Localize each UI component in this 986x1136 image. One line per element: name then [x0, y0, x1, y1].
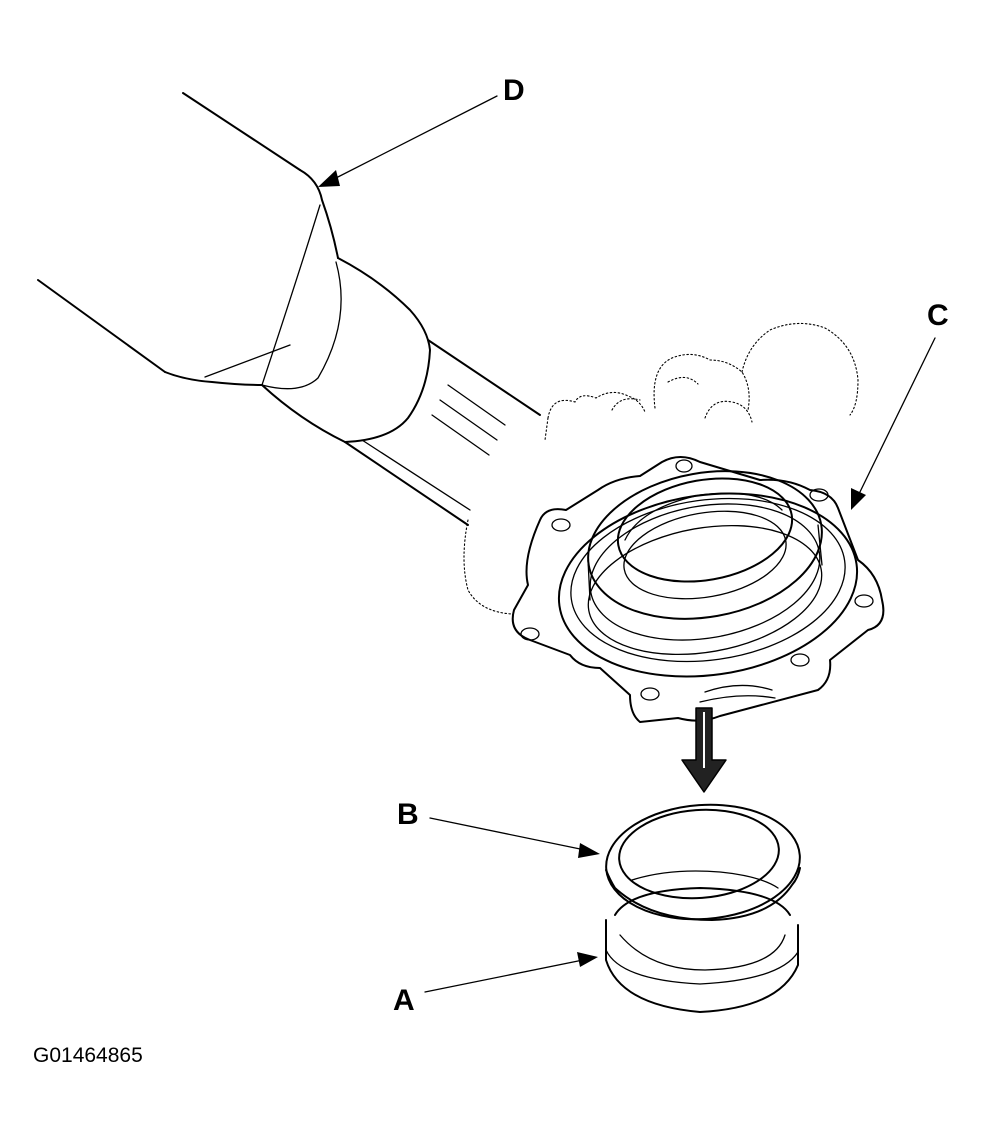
figure-code: G01464865: [33, 1044, 143, 1067]
callout-c: C: [851, 299, 949, 510]
direction-arrow: [681, 707, 727, 793]
label-a: A: [393, 984, 415, 1017]
label-c: C: [927, 299, 949, 332]
tool-driver-part-d: [37, 92, 541, 526]
callout-d: D: [318, 74, 525, 187]
seal-ring-part-b: [605, 803, 801, 921]
callout-a: A: [393, 952, 598, 1017]
label-d: D: [503, 74, 525, 107]
callout-b: B: [397, 798, 600, 858]
race-part-a: [605, 870, 799, 1013]
label-b: B: [397, 798, 419, 831]
flange-housing-part-c: [511, 456, 885, 723]
